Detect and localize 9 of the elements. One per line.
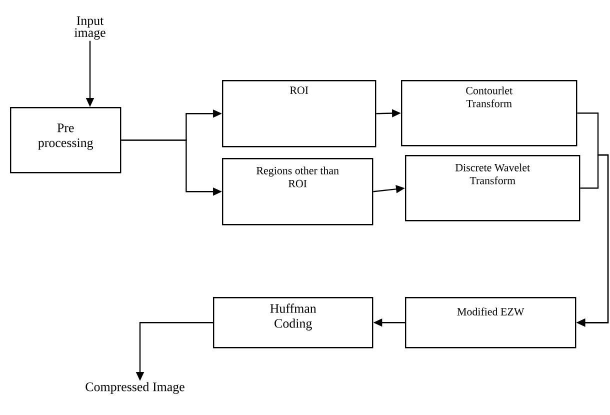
process-box: ROI xyxy=(222,80,376,148)
process-box: Regions other than ROI xyxy=(222,158,374,226)
process-box: Huffman Coding xyxy=(213,297,374,348)
text-label: Compressed Image xyxy=(86,382,184,394)
process-box: Discrete Wavelet Transform xyxy=(405,155,580,222)
process-box: Contourlet Transform xyxy=(401,80,578,146)
process-box: Pre processing xyxy=(10,107,122,174)
text-label: Input image xyxy=(74,16,106,40)
process-box: Modified EZW xyxy=(405,297,576,348)
